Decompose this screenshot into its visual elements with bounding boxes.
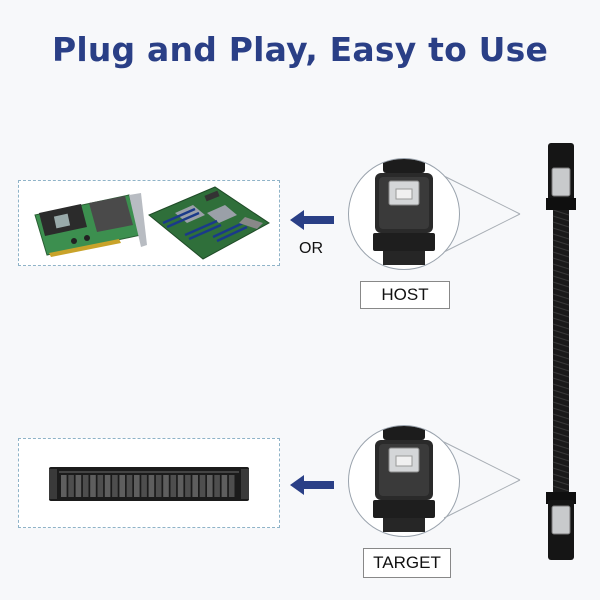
braid-stripe (552, 479, 570, 486)
braid-stripe (552, 449, 570, 456)
drive-bay (228, 475, 235, 497)
braid-stripe (552, 389, 570, 396)
braid-stripe (552, 227, 570, 234)
drive-bay (192, 475, 198, 497)
drive-bay (221, 475, 228, 497)
braid-stripe (552, 341, 570, 348)
drive-bay (104, 475, 111, 497)
braid-stripe (552, 467, 570, 474)
target-label: TARGET (363, 548, 451, 578)
braid-stripe (552, 233, 570, 240)
braid-stripe (552, 311, 570, 318)
braid-stripe (552, 371, 570, 378)
or-label: OR (299, 240, 323, 257)
braid-stripe (552, 263, 570, 270)
page-title: Plug and Play, Easy to Use (51, 30, 549, 69)
braid-stripe (552, 395, 570, 402)
arrow-left-icon (290, 475, 334, 495)
sas-cable-image (546, 143, 576, 560)
braid-stripe (552, 329, 570, 336)
drive-bay (214, 475, 220, 497)
motherboard-image (148, 186, 270, 260)
braid-stripe (552, 293, 570, 300)
braid-stripe (552, 239, 570, 246)
braid-stripe (552, 407, 570, 414)
drive-bay (82, 475, 89, 497)
braid-stripe (552, 359, 570, 366)
braid-stripe (552, 425, 570, 432)
drive-bay (134, 475, 140, 497)
raid-card-image (34, 193, 147, 257)
braid-stripe (552, 221, 570, 228)
braid-stripe (552, 215, 570, 222)
braid-stripe (552, 413, 570, 420)
drive-bay (148, 475, 155, 497)
braid-stripe (552, 431, 570, 438)
braid-stripe (552, 473, 570, 480)
braid-stripe (552, 443, 570, 450)
drive-bay (126, 475, 133, 497)
braid-stripe (552, 455, 570, 462)
braid-stripe (552, 437, 570, 444)
drive-bay (199, 475, 206, 497)
server-chassis-image (49, 467, 249, 501)
drive-bay (68, 475, 74, 497)
braid-stripe (552, 203, 570, 210)
braid-stripe (552, 335, 570, 342)
braid-stripe (552, 347, 570, 354)
braid-stripe (552, 317, 570, 324)
drive-bay (155, 475, 162, 497)
braid-stripe (552, 491, 570, 498)
drive-bay (207, 475, 213, 497)
braid-stripe (552, 281, 570, 288)
drive-bay (61, 475, 67, 497)
braid-stripe (552, 401, 570, 408)
host-connector-zoom (348, 158, 460, 270)
braid-stripe (552, 383, 570, 390)
braid-stripe (552, 209, 570, 216)
braid-stripe (552, 251, 570, 258)
braid-stripe (552, 269, 570, 276)
braid-stripe (552, 323, 570, 330)
host-label: HOST (360, 281, 450, 309)
drive-bay (163, 475, 169, 497)
braid-stripe (552, 245, 570, 252)
braid-stripe (552, 275, 570, 282)
drive-bay (141, 475, 147, 497)
drive-bay (90, 475, 96, 497)
braid-stripe (552, 353, 570, 360)
braid-stripe (552, 461, 570, 468)
target-device-panel (18, 438, 280, 528)
braid-stripe (552, 485, 570, 492)
host-devices-panel (18, 180, 280, 266)
arrow-left-icon (290, 210, 334, 230)
braid-stripe (552, 299, 570, 306)
braid-stripe (552, 305, 570, 312)
braid-stripe (552, 287, 570, 294)
drive-bay (97, 475, 104, 497)
drive-bay (177, 475, 184, 497)
braid-stripe (552, 377, 570, 384)
mini-sas-connector-image (373, 159, 435, 265)
drive-bay (112, 475, 118, 497)
drive-bay (119, 475, 125, 497)
target-connector-zoom (348, 425, 460, 537)
drive-bay (170, 475, 177, 497)
drive-bay (185, 475, 191, 497)
mini-sas-connector-image (373, 426, 435, 532)
braid-stripe (552, 257, 570, 264)
braid-stripe (552, 419, 570, 426)
braid-stripe (552, 365, 570, 372)
drive-bay (75, 475, 82, 497)
